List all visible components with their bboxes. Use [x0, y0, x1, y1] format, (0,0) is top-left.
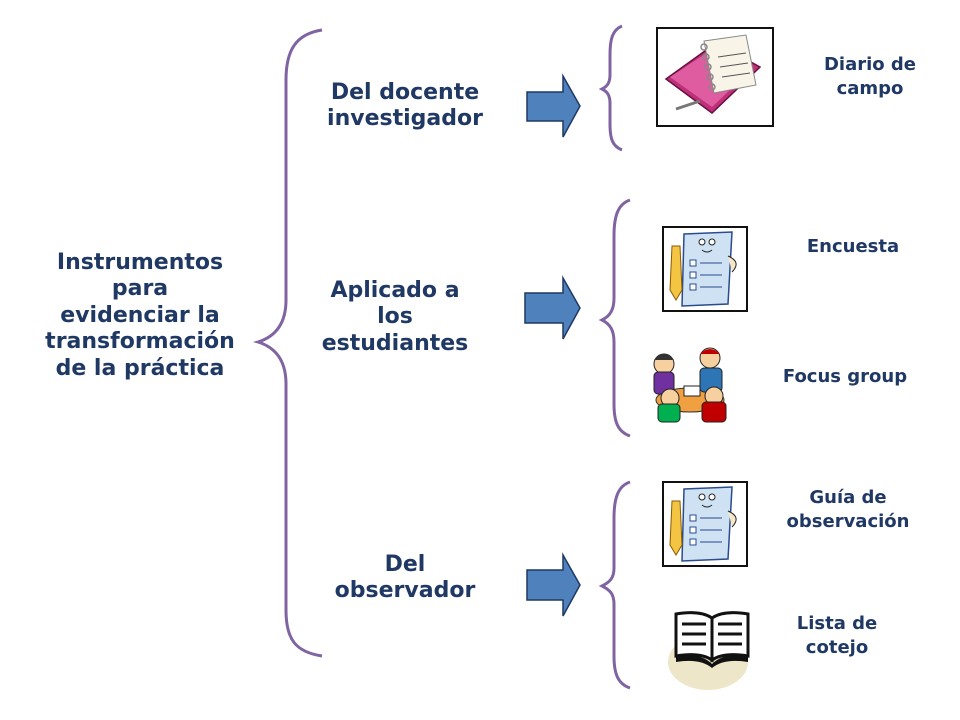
- focus-group-icon: [640, 342, 736, 426]
- instrument-label-line: Lista de: [796, 613, 878, 634]
- instrument-lista-cotejo: Lista de cotejo: [772, 612, 902, 661]
- main-title-line: para: [111, 276, 169, 302]
- main-title-line: transformación: [45, 329, 235, 355]
- category-label-line: Del docente: [330, 80, 480, 105]
- arrow-1: [526, 73, 581, 138]
- arrow-2: [524, 275, 581, 340]
- survey-checklist-icon: [662, 226, 748, 312]
- main-title-line: de la práctica: [55, 355, 225, 381]
- instrument-label-line: observación: [786, 511, 910, 533]
- category-label-line: Del: [384, 552, 426, 577]
- brace-observador: [598, 480, 631, 690]
- instrument-label-line: Guía de: [809, 487, 887, 508]
- instrument-encuesta: Encuesta: [783, 235, 923, 259]
- open-book-icon: [666, 604, 762, 692]
- instrument-label-line: Focus group: [782, 366, 908, 387]
- brace-docente: [598, 24, 623, 152]
- instrument-label-line: Diario de: [823, 54, 917, 75]
- category-label-line: los: [377, 304, 413, 330]
- category-observador: Del observador: [325, 552, 485, 605]
- instrument-label-line: Encuesta: [806, 236, 900, 257]
- main-title: Instrumentos para evidenciar la transfor…: [30, 250, 250, 382]
- instrument-label-line: campo: [836, 78, 904, 100]
- observation-checklist-icon: [662, 481, 748, 567]
- category-label-line: Aplicado a: [330, 278, 460, 303]
- arrow-3: [526, 552, 581, 617]
- main-title-line: evidenciar la: [60, 302, 220, 328]
- category-label-line: estudiantes: [321, 330, 469, 356]
- instrument-label-line: cotejo: [805, 637, 869, 659]
- instrument-diario: Diario de campo: [800, 53, 940, 102]
- brace-estudiantes: [598, 198, 631, 438]
- instrument-focus-group: Focus group: [760, 365, 930, 389]
- category-estudiantes: Aplicado a los estudiantes: [315, 278, 475, 357]
- main-brace: [252, 28, 323, 658]
- category-label-line: investigador: [327, 106, 483, 132]
- main-title-line: Instrumentos: [56, 250, 224, 275]
- journal-icon: [656, 27, 774, 127]
- category-docente: Del docente investigador: [315, 80, 495, 133]
- category-label-line: observador: [334, 578, 476, 604]
- instrument-guia-observacion: Guía de observación: [770, 486, 926, 535]
